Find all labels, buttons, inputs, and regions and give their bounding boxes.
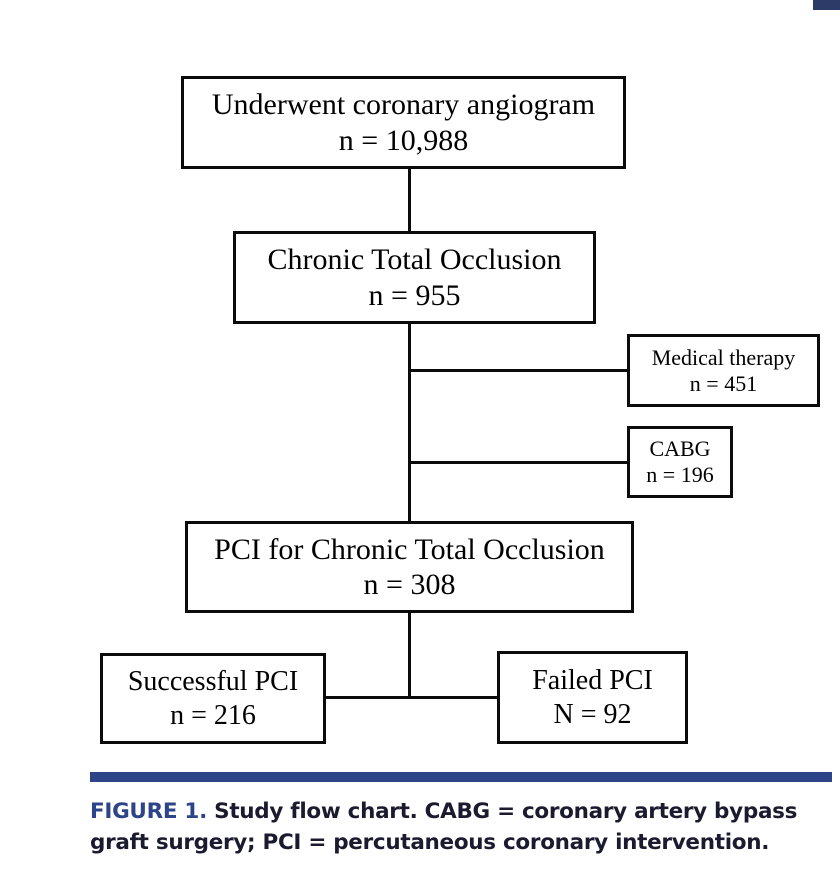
connector-cto-to-pci <box>408 324 411 522</box>
connector-cto-to-cabg <box>408 461 630 464</box>
connector-cto-to-medical-therapy <box>408 369 630 372</box>
node-angiogram-title: Underwent coronary angiogram <box>211 88 596 122</box>
node-successful-pci: Successful PCI n = 216 <box>100 653 326 744</box>
node-cabg-title: CABG <box>649 436 711 462</box>
node-angiogram-count: n = 10,988 <box>338 123 469 157</box>
node-cabg: CABG n = 196 <box>627 426 733 498</box>
node-failed-pci-count: N = 92 <box>553 698 632 730</box>
node-cto-count: n = 955 <box>368 278 461 312</box>
node-pci-for-chronic-total-occlusion: PCI for Chronic Total Occlusion n = 308 <box>185 521 634 613</box>
node-successful-pci-count: n = 216 <box>170 699 256 731</box>
study-flow-chart: Underwent coronary angiogram n = 10,988 … <box>100 76 820 744</box>
node-cabg-count: n = 196 <box>646 462 714 487</box>
figure-caption: FIGURE 1. Study flow chart. CABG = coron… <box>90 796 840 858</box>
page-corner-mark <box>813 0 840 10</box>
node-medical-therapy-title: Medical therapy <box>651 344 796 370</box>
node-cto-title: Chronic Total Occlusion <box>267 243 562 277</box>
figure-caption-label: FIGURE 1. <box>90 799 207 824</box>
node-failed-pci: Failed PCI N = 92 <box>497 651 688 744</box>
figure-caption-body: Study flow chart. CABG = coronary artery… <box>90 799 798 856</box>
caption-divider-rule <box>90 772 832 782</box>
connector-angiogram-to-cto <box>408 169 411 232</box>
connector-pci-to-outcomes <box>408 613 411 698</box>
node-failed-pci-title: Failed PCI <box>532 665 653 697</box>
node-successful-pci-title: Successful PCI <box>127 666 299 698</box>
node-pci-count: n = 308 <box>363 568 456 601</box>
node-medical-therapy-count: n = 451 <box>689 370 758 396</box>
node-pci-title: PCI for Chronic Total Occlusion <box>214 532 605 566</box>
node-chronic-total-occlusion: Chronic Total Occlusion n = 955 <box>233 231 596 324</box>
connector-outcome-split-bar <box>324 696 500 699</box>
node-medical-therapy: Medical therapy n = 451 <box>627 334 820 407</box>
node-underwent-coronary-angiogram: Underwent coronary angiogram n = 10,988 <box>181 76 626 169</box>
